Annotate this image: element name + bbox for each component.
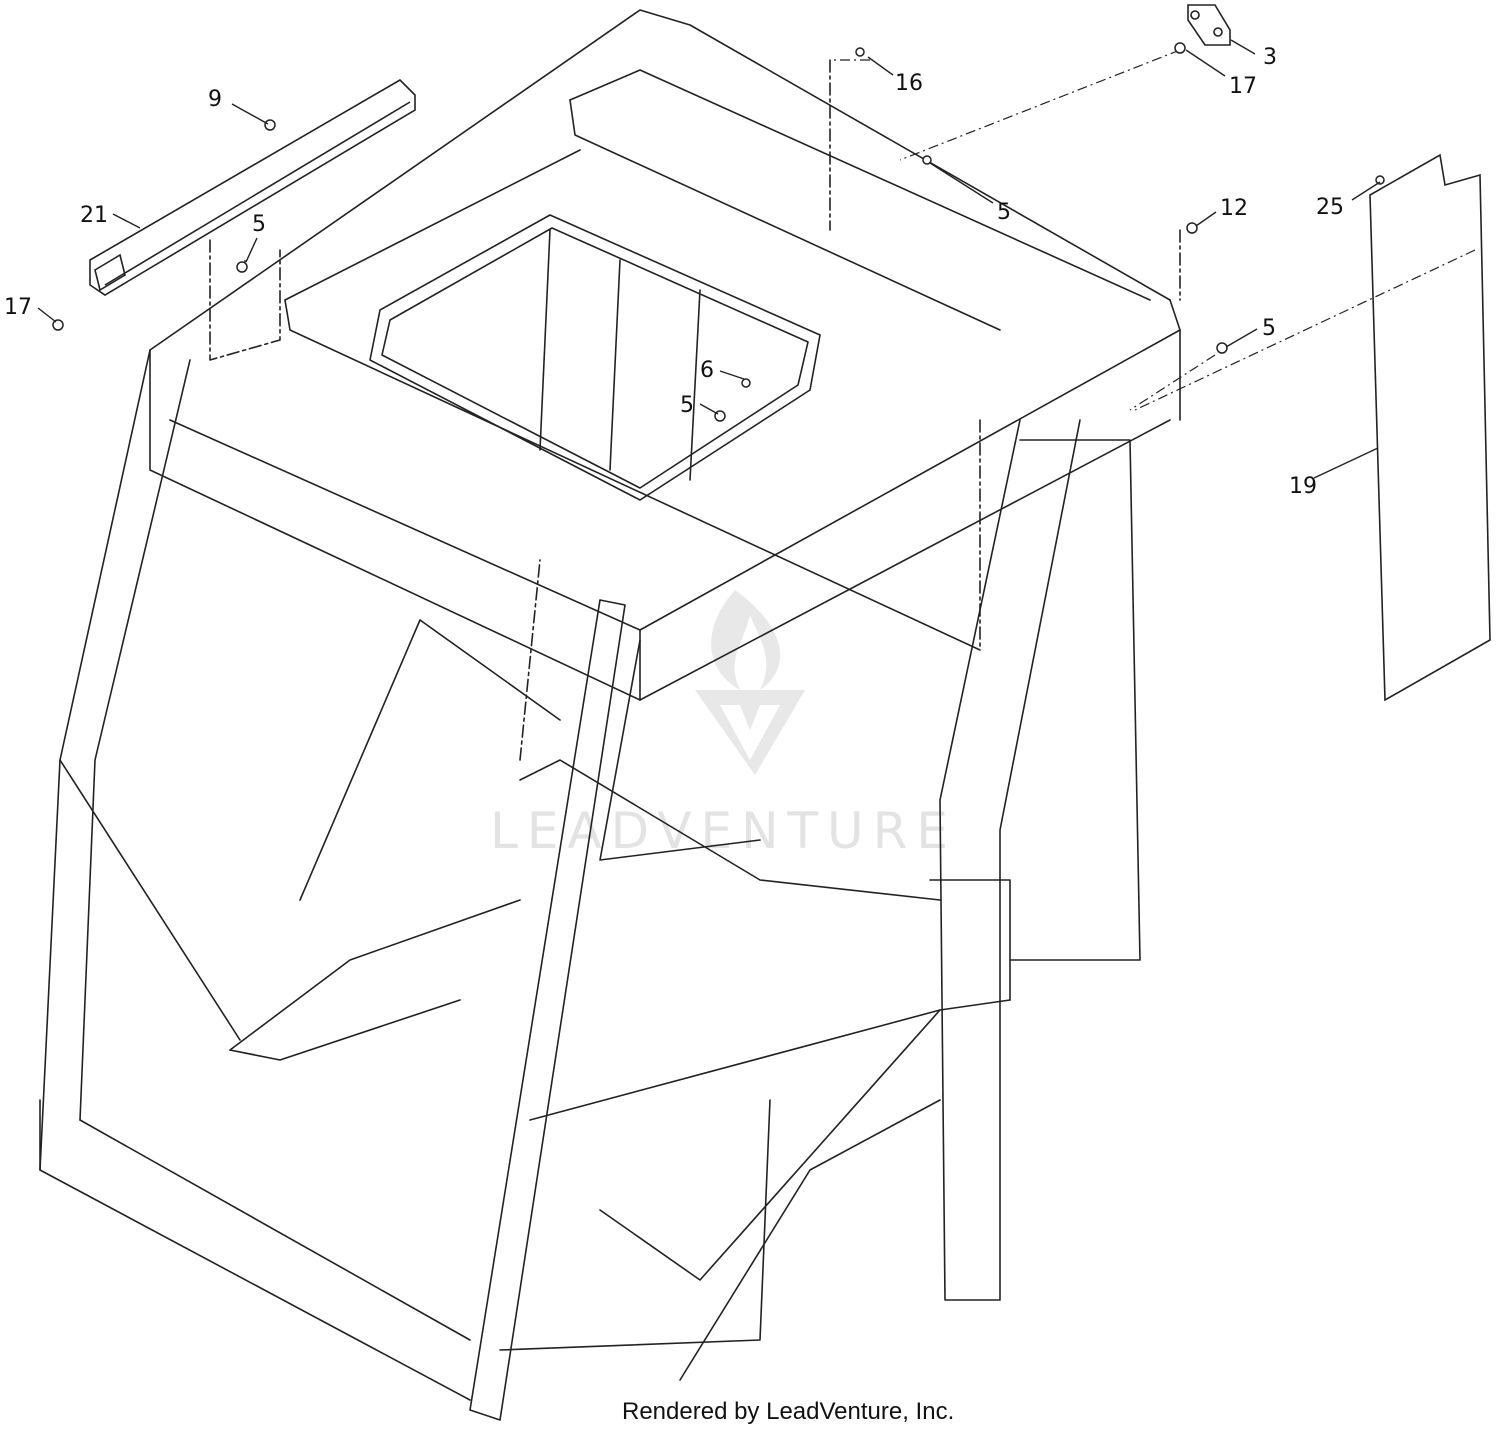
callout-labels: 9 21 5 17 16 3 17 5 12 25 5 19 6 5 bbox=[4, 45, 1344, 499]
callout-21: 21 bbox=[80, 203, 108, 228]
guide-lines bbox=[244, 49, 1476, 411]
fasteners bbox=[52, 42, 1385, 422]
watermark-logo bbox=[695, 590, 805, 775]
callout-19: 19 bbox=[1289, 474, 1317, 499]
bracket-part-21 bbox=[89, 78, 416, 296]
callout-12: 12 bbox=[1220, 196, 1248, 221]
callout-leaders bbox=[37, 39, 1381, 479]
callout-5-right: 5 bbox=[1262, 316, 1276, 341]
callout-5-upper-right: 5 bbox=[997, 200, 1011, 225]
callout-3: 3 bbox=[1263, 45, 1277, 70]
render-credit: Rendered by LeadVenture, Inc. bbox=[622, 1398, 954, 1425]
callout-17-right: 17 bbox=[1229, 74, 1257, 99]
callout-6: 6 bbox=[700, 358, 714, 383]
callout-9: 9 bbox=[208, 87, 222, 112]
callout-25: 25 bbox=[1316, 195, 1344, 220]
plate-part-3 bbox=[1187, 4, 1231, 46]
cab-frame bbox=[39, 9, 1181, 1421]
callout-5-left: 5 bbox=[252, 212, 266, 237]
callout-5-center: 5 bbox=[680, 393, 694, 418]
callout-16: 16 bbox=[895, 71, 923, 96]
panel-part-19 bbox=[1369, 153, 1491, 702]
callout-17-left: 17 bbox=[4, 295, 32, 320]
